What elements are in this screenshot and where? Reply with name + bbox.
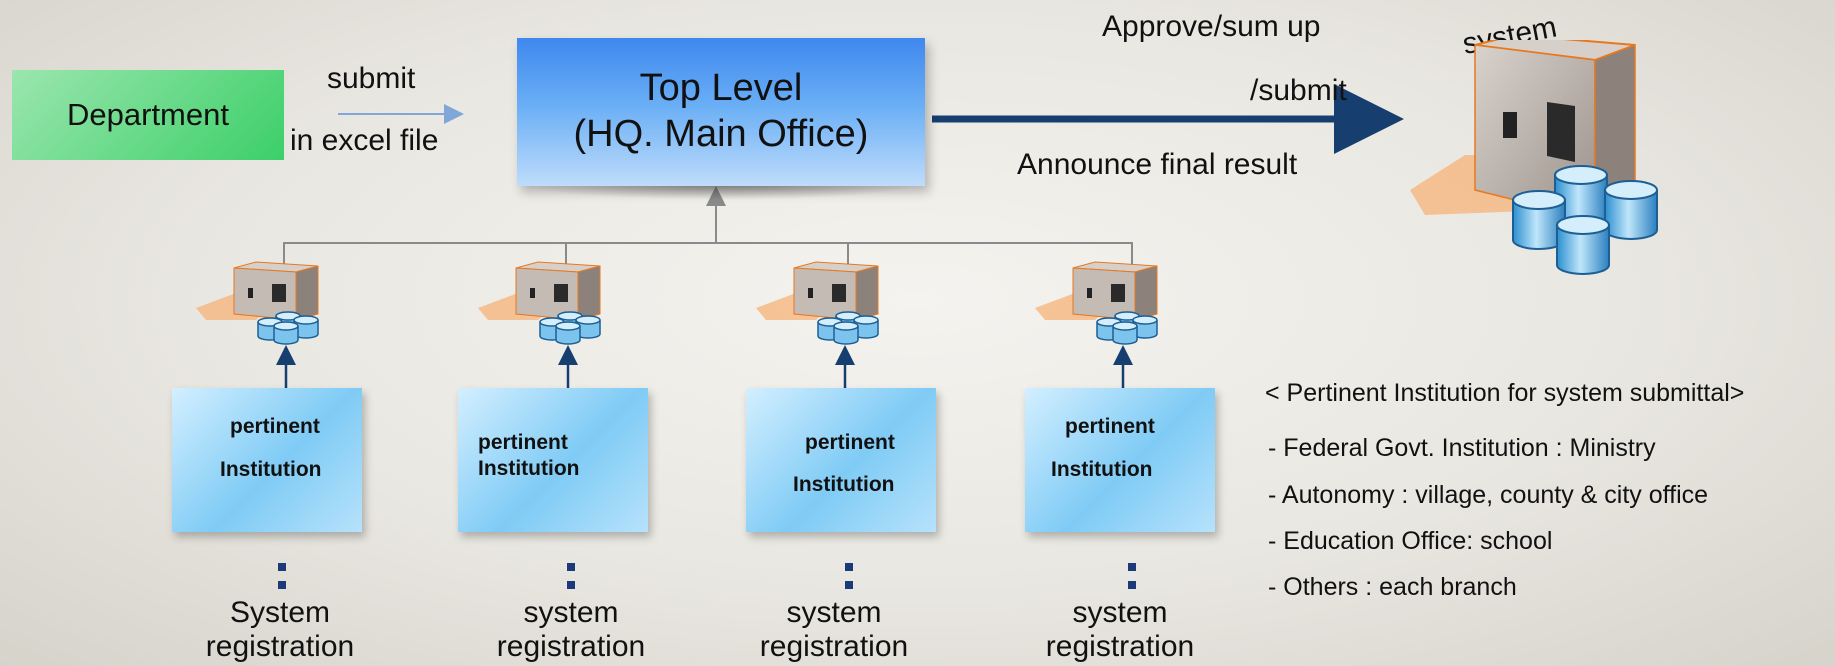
institution-label: pertinent — [1065, 415, 1155, 438]
notes-title: < Pertinent Institution for system submi… — [1265, 379, 1745, 407]
top-level-subtitle: (HQ. Main Office) — [573, 113, 869, 155]
registration-line1: System — [229, 596, 331, 629]
server-database-icon — [196, 261, 319, 345]
registration-line2: registration — [1045, 629, 1195, 663]
institution-label: Institution — [220, 458, 322, 481]
registration-line2: registration — [205, 629, 355, 663]
institution-box: pertinent Institution — [458, 388, 648, 532]
registration-line1: system — [786, 596, 882, 629]
server-database-icon — [1035, 261, 1158, 345]
institution-label: Institution — [1051, 458, 1153, 481]
registration-label: system registration — [471, 596, 671, 664]
institution-box: pertinent Institution — [1025, 388, 1215, 532]
registration-line1: system — [523, 596, 619, 629]
notes-item: - Education Office: school — [1268, 527, 1553, 555]
registration-line1: system — [1072, 596, 1168, 629]
approve-label: Approve/sum up — [1102, 10, 1321, 43]
ellipsis-icon — [845, 563, 853, 593]
institution-box: pertinent Institution — [746, 388, 936, 532]
submit2-label: /submit — [1250, 74, 1347, 107]
registration-label: system registration — [1020, 596, 1220, 664]
notes-item: - Others : each branch — [1268, 573, 1517, 601]
top-box-shadow — [520, 184, 924, 200]
notes-item: - Autonomy : village, county & city offi… — [1268, 481, 1709, 509]
server-database-icon — [1410, 40, 1658, 275]
department-label: Department — [67, 97, 229, 132]
ellipsis-icon — [278, 563, 286, 593]
registration-label: system registration — [734, 596, 934, 664]
institution-box: pertinent Institution — [172, 388, 362, 532]
server-database-icon — [478, 261, 601, 345]
server-database-icon — [756, 261, 879, 345]
submit-label: submit — [327, 62, 416, 95]
institution-label: Institution — [478, 457, 580, 480]
institution-label: pertinent — [478, 431, 568, 454]
ellipsis-icon — [1128, 563, 1136, 593]
department-box: Department — [12, 70, 284, 160]
announce-label: Announce final result — [1017, 148, 1298, 181]
top-level-box: Top Level (HQ. Main Office) — [517, 38, 925, 186]
institution-label: pertinent — [230, 415, 320, 438]
top-level-title: Top Level — [639, 67, 803, 110]
excel-file-label: in excel file — [290, 124, 439, 157]
registration-line2: registration — [759, 629, 909, 663]
registration-line2: registration — [496, 629, 646, 663]
notes-item: - Federal Govt. Institution : Ministry — [1268, 434, 1656, 462]
institution-label: Institution — [793, 473, 895, 496]
ellipsis-icon — [567, 563, 575, 593]
tree-connector — [283, 242, 1133, 268]
institution-label: pertinent — [805, 431, 895, 454]
registration-label: System registration — [180, 596, 380, 664]
